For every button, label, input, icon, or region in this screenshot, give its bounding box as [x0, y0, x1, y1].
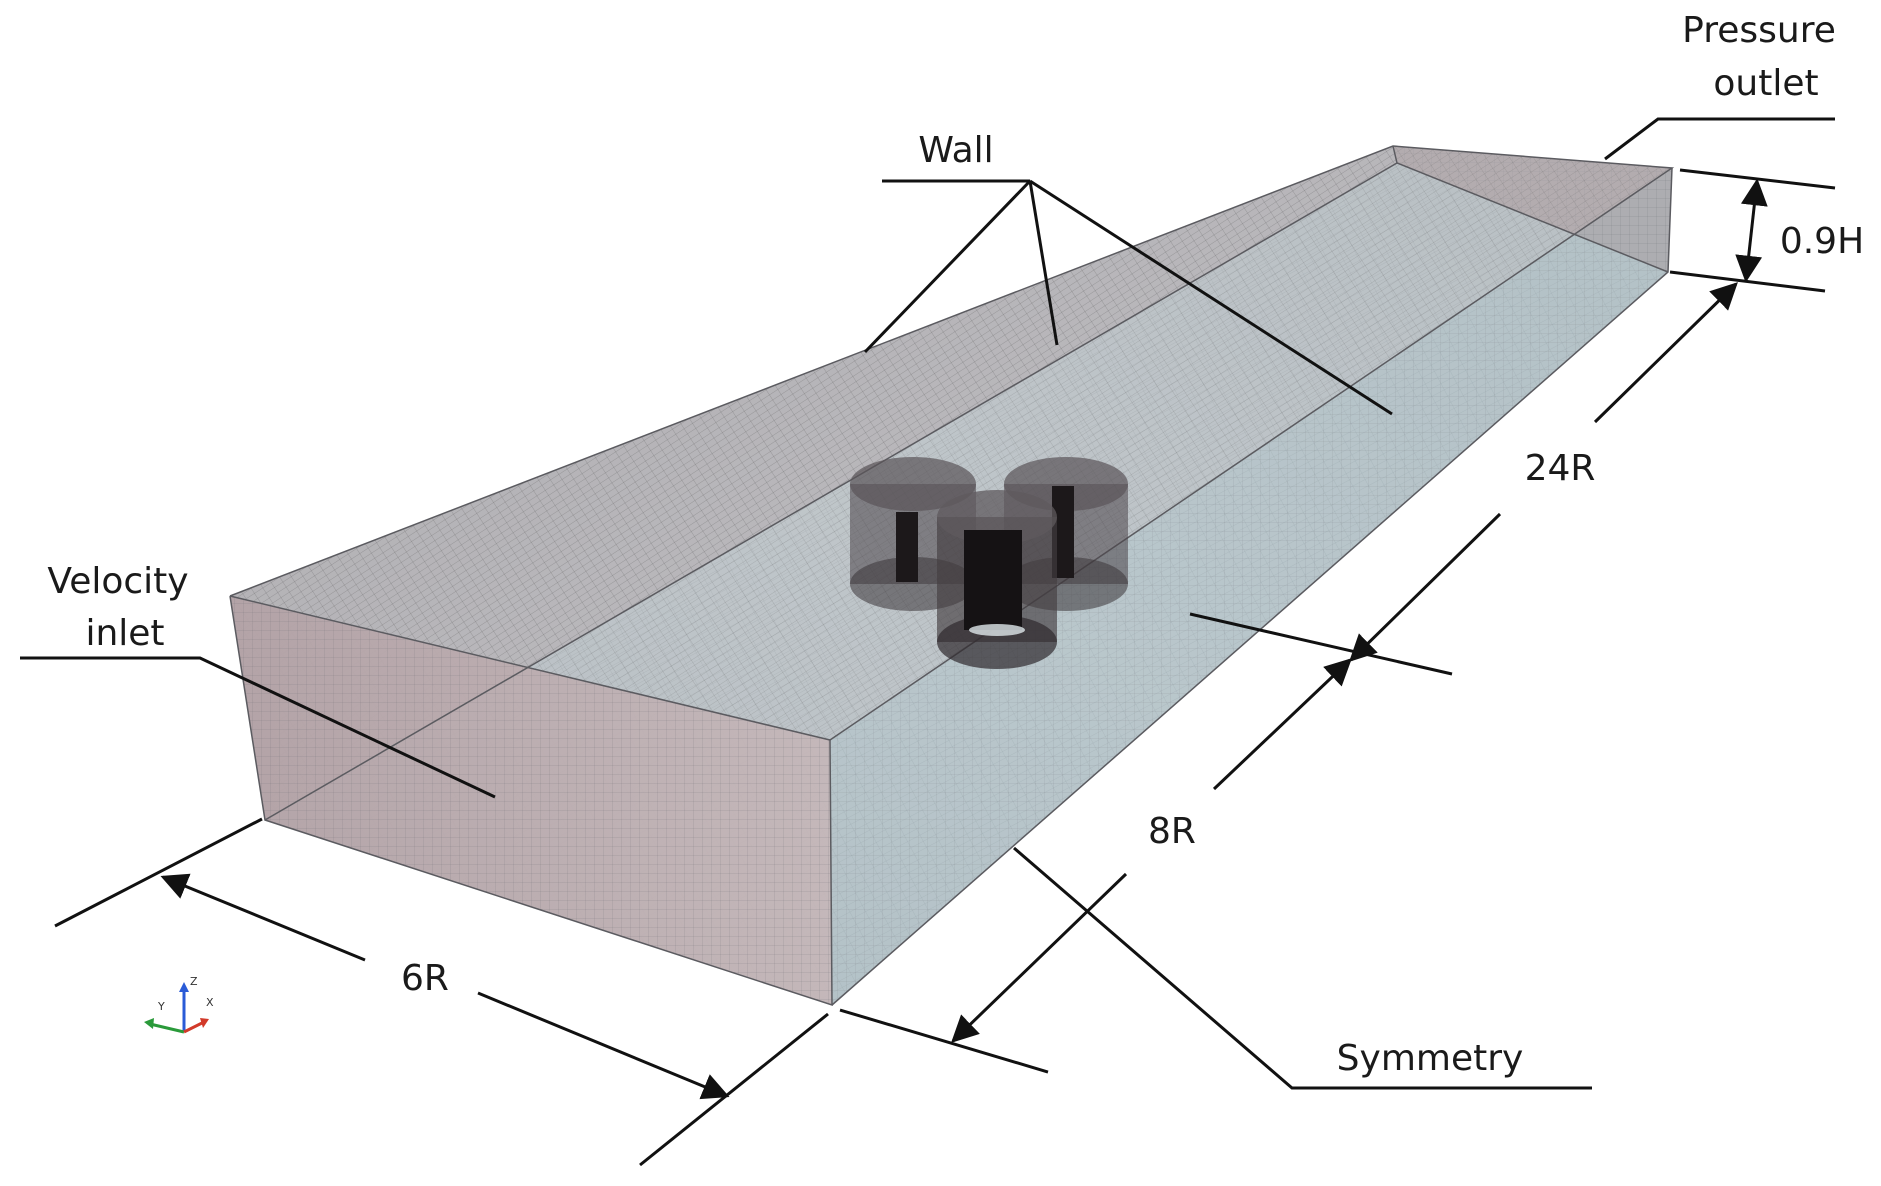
dimension-lines — [54, 168, 1836, 1167]
velocity-inlet-label-line2: inlet — [85, 613, 164, 654]
pressure-outlet-label-line1: Pressure — [1682, 10, 1836, 51]
wall-leader-2 — [1028, 180, 1059, 346]
dimension-0.9H-arrow — [1735, 178, 1768, 283]
dimension-24R-arrow-b — [1349, 512, 1502, 662]
dimension-6R-arrow-a — [160, 873, 366, 962]
dimension-8R-arrow-b — [951, 872, 1128, 1043]
axis-triad: Z Y X — [144, 975, 214, 1034]
velocity-inlet-label-line1: Velocity — [47, 561, 188, 602]
dimension-24R-label: 24R — [1525, 448, 1596, 489]
symmetry-leader — [1013, 846, 1592, 1090]
leader-lines — [20, 117, 1835, 1090]
velocity-inlet-leader — [20, 656, 496, 799]
wall-label: Wall — [918, 130, 993, 171]
labels: Pressure outlet Wall Velocity inlet Symm… — [47, 10, 1864, 1079]
axis-y-line — [149, 1022, 185, 1034]
axis-x-label: X — [206, 996, 214, 1009]
dimension-0.9H-label: 0.9H — [1780, 221, 1864, 262]
axis-x-line — [183, 1020, 205, 1034]
axis-z-label: Z — [190, 975, 198, 988]
dimension-8R-arrow-a — [1212, 658, 1352, 791]
dimension-24R-arrow-a — [1593, 282, 1738, 424]
dimension-6R-arrow-b — [477, 991, 730, 1100]
pressure-outlet-label-line2: outlet — [1713, 63, 1818, 104]
dimension-6R-label: 6R — [401, 958, 449, 999]
pressure-outlet-leader — [1604, 117, 1835, 161]
wall-leader-1 — [863, 179, 1032, 354]
symmetry-label: Symmetry — [1337, 1038, 1524, 1079]
wall-leader-3 — [1029, 179, 1393, 416]
dimension-8R-label: 8R — [1148, 811, 1196, 852]
turbine-rotor-center — [937, 490, 1057, 669]
axis-y-label: Y — [157, 1000, 165, 1013]
turbine-assembly — [850, 457, 1128, 669]
